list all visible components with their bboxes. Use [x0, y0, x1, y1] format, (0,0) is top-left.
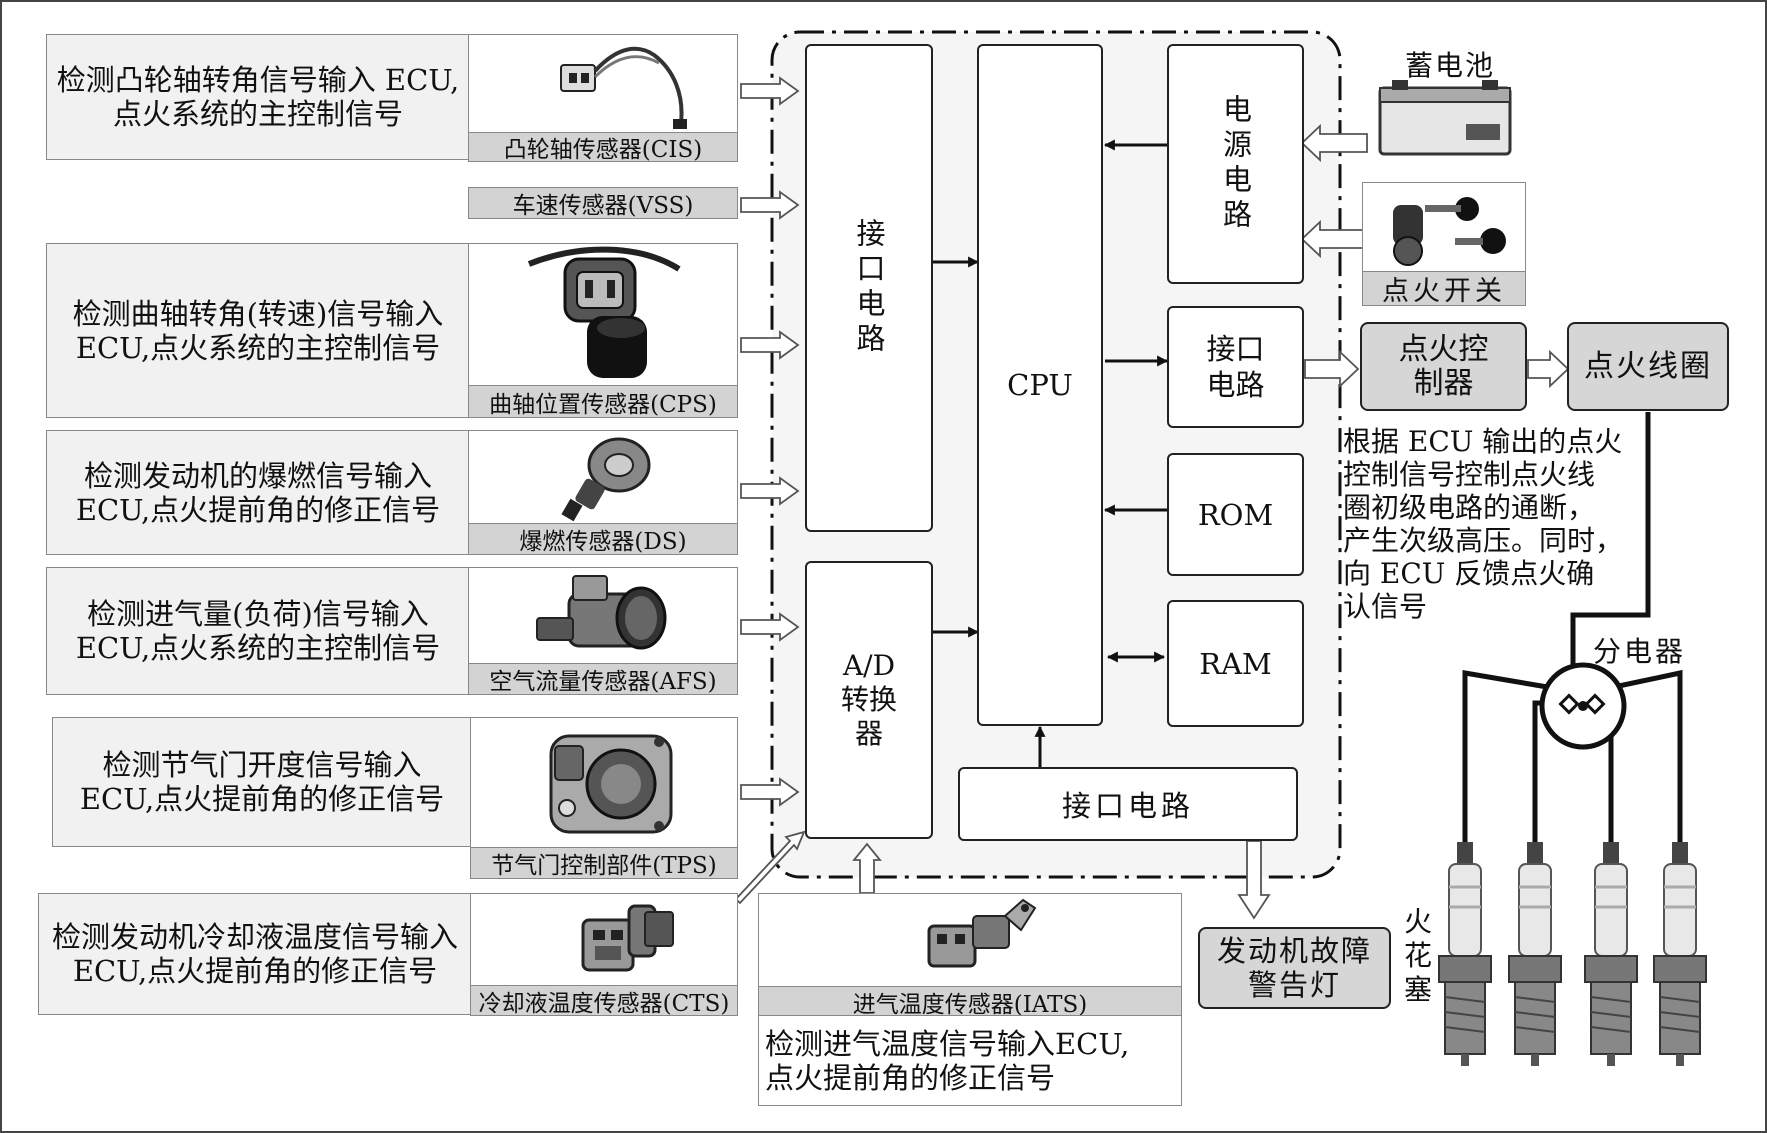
crankshaft-sensor-icon [468, 243, 738, 387]
sensor-caption-cis: 凸轮轴传感器(CIS) [468, 132, 738, 162]
sensor-desc-ds: 检测发动机的爆燃信号输入 ECU,点火提前角的修正信号 [46, 430, 470, 555]
sensor-caption-vss: 车速传感器(VSS) [468, 187, 738, 219]
sensor-caption-tps: 节气门控制部件(TPS) [470, 847, 738, 879]
sensor-caption-cps: 曲轴位置传感器(CPS) [468, 385, 738, 418]
sensor-desc-tps: 检测节气门开度信号输入 ECU,点火提前角的修正信号 [52, 717, 472, 847]
throttle-body-icon [470, 717, 738, 849]
spark-plugs-icon [1439, 842, 1706, 1066]
ram-block: RAM [1167, 600, 1304, 727]
knock-sensor-icon [468, 430, 738, 525]
output-interface-label: 接口电路 [1200, 331, 1272, 403]
sensor-desc-cps: 检测曲轴转角(转速)信号输入 ECU,点火系统的主控制信号 [46, 243, 470, 418]
distributor-label: 分电器 [1593, 630, 1713, 666]
output-interface-circuit: 接口电路 [1167, 306, 1304, 428]
igniter-note: 根据 ECU 输出的点火 控制信号控制点火线 圈初级电路的通断， 产生次级高压。… [1343, 425, 1633, 635]
ignition-coil: 点火线圈 [1567, 322, 1729, 411]
coolant-sensor-icon [470, 893, 738, 987]
ad-converter-label: A/D转换器 [839, 649, 899, 751]
distributor-cap-icon [1542, 665, 1624, 747]
input-interface-circuit: 接口电路 [805, 44, 933, 532]
cpu-block: CPU [977, 44, 1103, 726]
airflow-sensor-icon [468, 567, 738, 665]
ignition-controller-label: 点火控制器 [1396, 333, 1492, 401]
sensor-desc-cts: 检测发动机冷却液温度信号输入 ECU,点火提前角的修正信号 [38, 893, 472, 1015]
sensor-desc-cis: 检测凸轮轴转角信号输入 ECU, 点火系统的主控制信号 [46, 34, 470, 160]
bottom-interface-circuit: 接口电路 [958, 767, 1298, 841]
ignition-switch-label: 点火开关 [1362, 271, 1526, 306]
sensor-desc-afs: 检测进气量(负荷)信号输入 ECU,点火系统的主控制信号 [46, 567, 470, 695]
spark-plug-label: 火花塞 [1404, 905, 1440, 1015]
ad-converter: A/D转换器 [805, 561, 933, 839]
sensor-caption-afs: 空气流量传感器(AFS) [468, 663, 738, 695]
camshaft-sensor-icon [468, 34, 738, 134]
engine-warning-lamp: 发动机故障 警告灯 [1198, 927, 1391, 1009]
sensor-desc-iats: 检测进气温度信号输入ECU, 点火提前角的修正信号 [758, 1015, 1182, 1106]
ignition-controller: 点火控制器 [1360, 322, 1527, 411]
sensor-caption-cts: 冷却液温度传感器(CTS) [470, 985, 738, 1016]
battery-label: 蓄电池 [1405, 44, 1545, 78]
sensor-caption-iats: 进气温度传感器(IATS) [758, 986, 1182, 1017]
power-circuit: 电源电路 [1167, 44, 1304, 284]
rom-block: ROM [1167, 453, 1304, 576]
intake-temp-sensor-icon [758, 893, 1182, 988]
sensor-caption-ds: 爆燃传感器(DS) [468, 523, 738, 555]
